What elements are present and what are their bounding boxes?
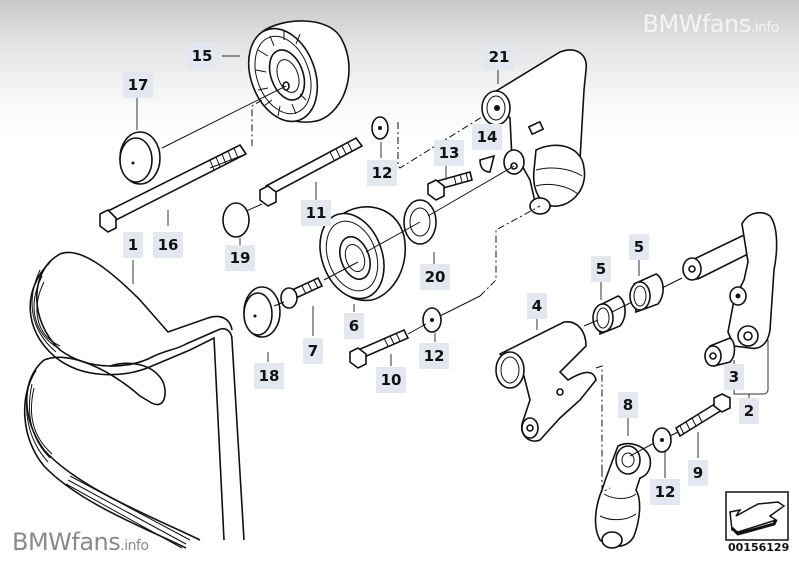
pulley-bolt-7[interactable] <box>280 276 324 309</box>
callout-18[interactable]: 18 <box>254 363 284 389</box>
pulley-cap-17[interactable] <box>119 131 161 185</box>
washer-12-top[interactable] <box>371 116 389 140</box>
callout-3[interactable]: 3 <box>724 364 744 390</box>
needle-bearing-5a[interactable] <box>592 295 626 336</box>
tensioner-arm-4[interactable] <box>495 321 597 442</box>
needle-bearing-5b[interactable] <box>629 273 664 314</box>
diagram-id: 00156129 <box>728 541 790 554</box>
callout-5b[interactable]: 5 <box>629 234 649 260</box>
callout-5a[interactable]: 5 <box>591 256 611 282</box>
cover-cap-19[interactable] <box>222 202 250 238</box>
bolt-13[interactable] <box>427 171 473 201</box>
callout-9[interactable]: 9 <box>688 460 708 486</box>
long-bolt-16[interactable] <box>99 143 248 233</box>
callout-6[interactable]: 6 <box>344 313 364 339</box>
callout-17[interactable]: 17 <box>123 72 153 98</box>
tension-pulley-15[interactable] <box>237 19 350 131</box>
callout-11[interactable]: 11 <box>301 200 331 226</box>
washer-12-bottom[interactable] <box>652 427 672 453</box>
callout-7[interactable]: 7 <box>303 338 323 364</box>
pulley-cap-18[interactable] <box>243 286 281 338</box>
hydraulic-tensioner-8[interactable] <box>594 442 652 549</box>
assembly-line <box>161 85 287 149</box>
callout-12-top[interactable]: 12 <box>367 160 397 186</box>
watermark-brand: BMWfans <box>12 528 121 556</box>
assembly-line <box>251 99 263 146</box>
callout-15[interactable]: 15 <box>187 43 217 69</box>
callout-14[interactable]: 14 <box>472 124 502 150</box>
bracket-assembly-2[interactable] <box>682 211 778 350</box>
callout-12-mid[interactable]: 12 <box>419 343 449 369</box>
callout-1[interactable]: 1 <box>123 232 143 258</box>
watermark-suffix: .info <box>120 538 149 554</box>
callout-20[interactable]: 20 <box>420 264 450 290</box>
ribbed-v-belt-1[interactable] <box>23 251 245 549</box>
callout-2[interactable]: 2 <box>739 398 759 424</box>
callout-4[interactable]: 4 <box>527 293 547 319</box>
clip-14[interactable] <box>479 154 496 173</box>
bolt-11[interactable] <box>259 136 364 207</box>
watermark-suffix: .info <box>750 20 780 36</box>
callout-13[interactable]: 13 <box>434 140 464 166</box>
watermark-brand: BMWfans <box>642 10 752 38</box>
washer-12-mid[interactable] <box>422 307 442 333</box>
bushing-3[interactable] <box>704 337 736 367</box>
hex-bolt-9[interactable] <box>674 393 731 438</box>
watermark-top: BMWfans.info <box>643 10 780 38</box>
callout-10[interactable]: 10 <box>376 367 406 393</box>
callout-21[interactable]: 21 <box>484 44 514 70</box>
callout-19[interactable]: 19 <box>225 245 255 271</box>
bolt-10[interactable] <box>349 328 410 369</box>
callout-16[interactable]: 16 <box>153 232 183 258</box>
callout-12-bottom[interactable]: 12 <box>650 479 680 505</box>
callout-8[interactable]: 8 <box>618 392 638 418</box>
orientation-arrow-icon <box>725 491 789 541</box>
watermark-bottom: BMWfans.info <box>12 528 149 556</box>
